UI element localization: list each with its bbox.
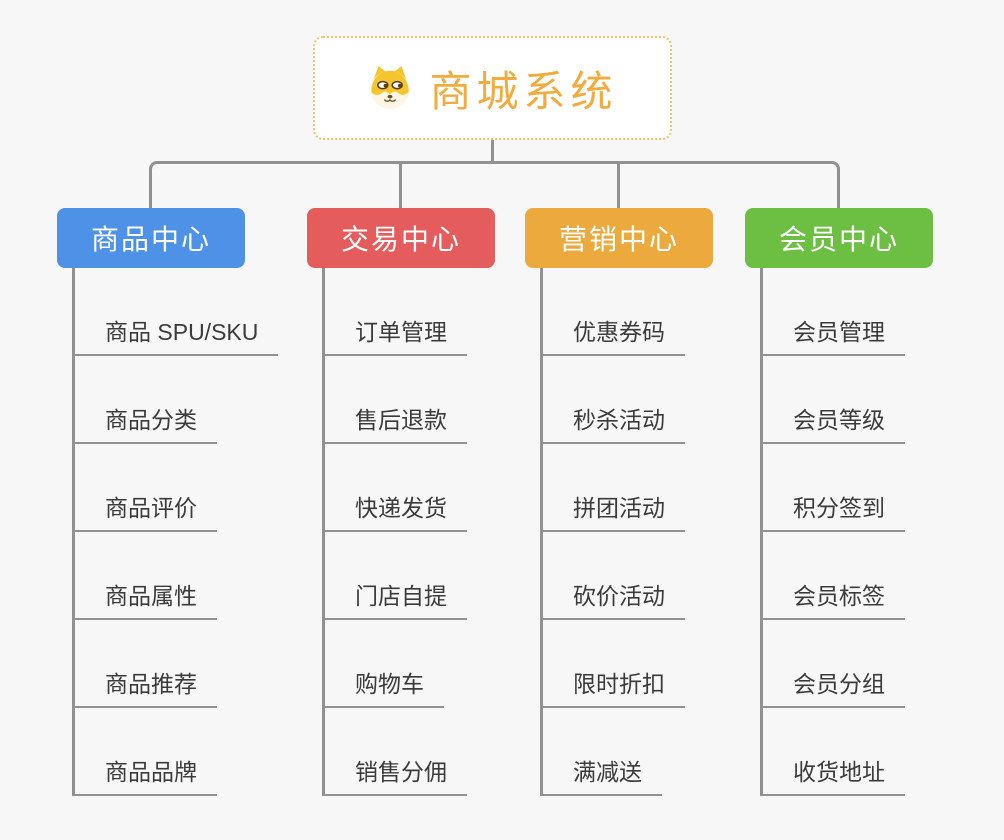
leaf-topic[interactable]: 秒杀活动 xyxy=(543,356,725,444)
leaf-list-4: 会员管理会员等级积分签到会员标签会员分组收货地址 xyxy=(760,268,945,796)
leaf-topic-label: 销售分佣 xyxy=(325,753,467,796)
branch-topic-3[interactable]: 营销中心 xyxy=(525,208,713,268)
leaf-topic-label: 商品属性 xyxy=(75,577,217,620)
root-topic-title: 商城系统 xyxy=(429,67,618,115)
leaf-topic[interactable]: 砍价活动 xyxy=(543,532,725,620)
branch-column-4: 会员中心会员管理会员等级积分签到会员标签会员分组收货地址 xyxy=(745,208,945,796)
leaf-topic[interactable]: 满减送 xyxy=(543,708,725,796)
leaf-topic-label: 积分签到 xyxy=(763,489,905,532)
leaf-topic[interactable]: 商品品牌 xyxy=(75,708,257,796)
leaf-topic-label: 商品评价 xyxy=(75,489,217,532)
branch-column-2: 交易中心订单管理售后退款快递发货门店自提购物车销售分佣 xyxy=(307,208,507,796)
branch-column-1: 商品中心商品 SPU/SKU 商品分类商品评价商品属性商品推荐商品品牌 xyxy=(57,208,279,796)
leaf-topic[interactable]: 限时折扣 xyxy=(543,620,725,708)
leaf-topic-label: 砍价活动 xyxy=(543,577,685,620)
branch-topic-4[interactable]: 会员中心 xyxy=(745,208,933,268)
leaf-topic[interactable]: 商品 SPU/SKU xyxy=(75,268,279,356)
leaf-topic[interactable]: 优惠券码 xyxy=(543,268,725,356)
leaf-topic-label: 会员管理 xyxy=(763,313,905,356)
leaf-topic[interactable]: 快递发货 xyxy=(325,444,507,532)
leaf-topic-label: 订单管理 xyxy=(325,313,467,356)
connector-drop-branch-3 xyxy=(617,164,620,209)
branch-column-3: 营销中心优惠券码秒杀活动拼团活动砍价活动限时折扣满减送 xyxy=(525,208,725,796)
leaf-topic-label: 商品推荐 xyxy=(75,665,217,708)
leaf-topic-label: 会员等级 xyxy=(763,401,905,444)
leaf-topic-label: 购物车 xyxy=(325,665,444,708)
leaf-topic-label: 秒杀活动 xyxy=(543,401,685,444)
leaf-topic[interactable]: 销售分佣 xyxy=(325,708,507,796)
leaf-topic[interactable]: 会员等级 xyxy=(763,356,945,444)
leaf-topic[interactable]: 商品评价 xyxy=(75,444,257,532)
root-topic[interactable]: 商城系统 xyxy=(313,36,672,140)
leaf-topic[interactable]: 商品分类 xyxy=(75,356,257,444)
leaf-list-3: 优惠券码秒杀活动拼团活动砍价活动限时折扣满减送 xyxy=(540,268,725,796)
leaf-topic[interactable]: 会员分组 xyxy=(763,620,945,708)
leaf-topic-label: 售后退款 xyxy=(325,401,467,444)
leaf-topic[interactable]: 会员标签 xyxy=(763,532,945,620)
leaf-topic[interactable]: 购物车 xyxy=(325,620,507,708)
leaf-topic[interactable]: 收货地址 xyxy=(763,708,945,796)
leaf-topic-label: 门店自提 xyxy=(325,577,467,620)
leaf-topic-label: 商品 SPU/SKU xyxy=(75,313,279,356)
connector-bus xyxy=(149,161,840,210)
leaf-topic-label: 限时折扣 xyxy=(543,665,685,708)
leaf-topic[interactable]: 会员管理 xyxy=(763,268,945,356)
branch-topic-2[interactable]: 交易中心 xyxy=(307,208,495,268)
leaf-topic-label: 商品分类 xyxy=(75,401,217,444)
leaf-topic-label: 快递发货 xyxy=(325,489,467,532)
leaf-topic-label: 商品品牌 xyxy=(75,753,217,796)
leaf-topic-label: 会员分组 xyxy=(763,665,905,708)
leaf-list-2: 订单管理售后退款快递发货门店自提购物车销售分佣 xyxy=(322,268,507,796)
leaf-topic[interactable]: 订单管理 xyxy=(325,268,507,356)
dog-face-icon xyxy=(371,65,410,110)
leaf-topic[interactable]: 拼团活动 xyxy=(543,444,725,532)
leaf-topic-label: 拼团活动 xyxy=(543,489,685,532)
leaf-topic-label: 会员标签 xyxy=(763,577,905,620)
connector-root-stem xyxy=(491,140,494,164)
leaf-topic-label: 收货地址 xyxy=(763,753,905,796)
leaf-topic[interactable]: 积分签到 xyxy=(763,444,945,532)
connector-drop-branch-2 xyxy=(399,164,402,209)
leaf-topic[interactable]: 商品推荐 xyxy=(75,620,257,708)
leaf-topic[interactable]: 商品属性 xyxy=(75,532,257,620)
leaf-topic[interactable]: 门店自提 xyxy=(325,532,507,620)
leaf-topic-label: 满减送 xyxy=(543,753,662,796)
branch-topic-1[interactable]: 商品中心 xyxy=(57,208,245,268)
leaf-topic-label: 优惠券码 xyxy=(543,313,685,356)
leaf-topic[interactable]: 售后退款 xyxy=(325,356,507,444)
leaf-list-1: 商品 SPU/SKU 商品分类商品评价商品属性商品推荐商品品牌 xyxy=(72,268,279,796)
